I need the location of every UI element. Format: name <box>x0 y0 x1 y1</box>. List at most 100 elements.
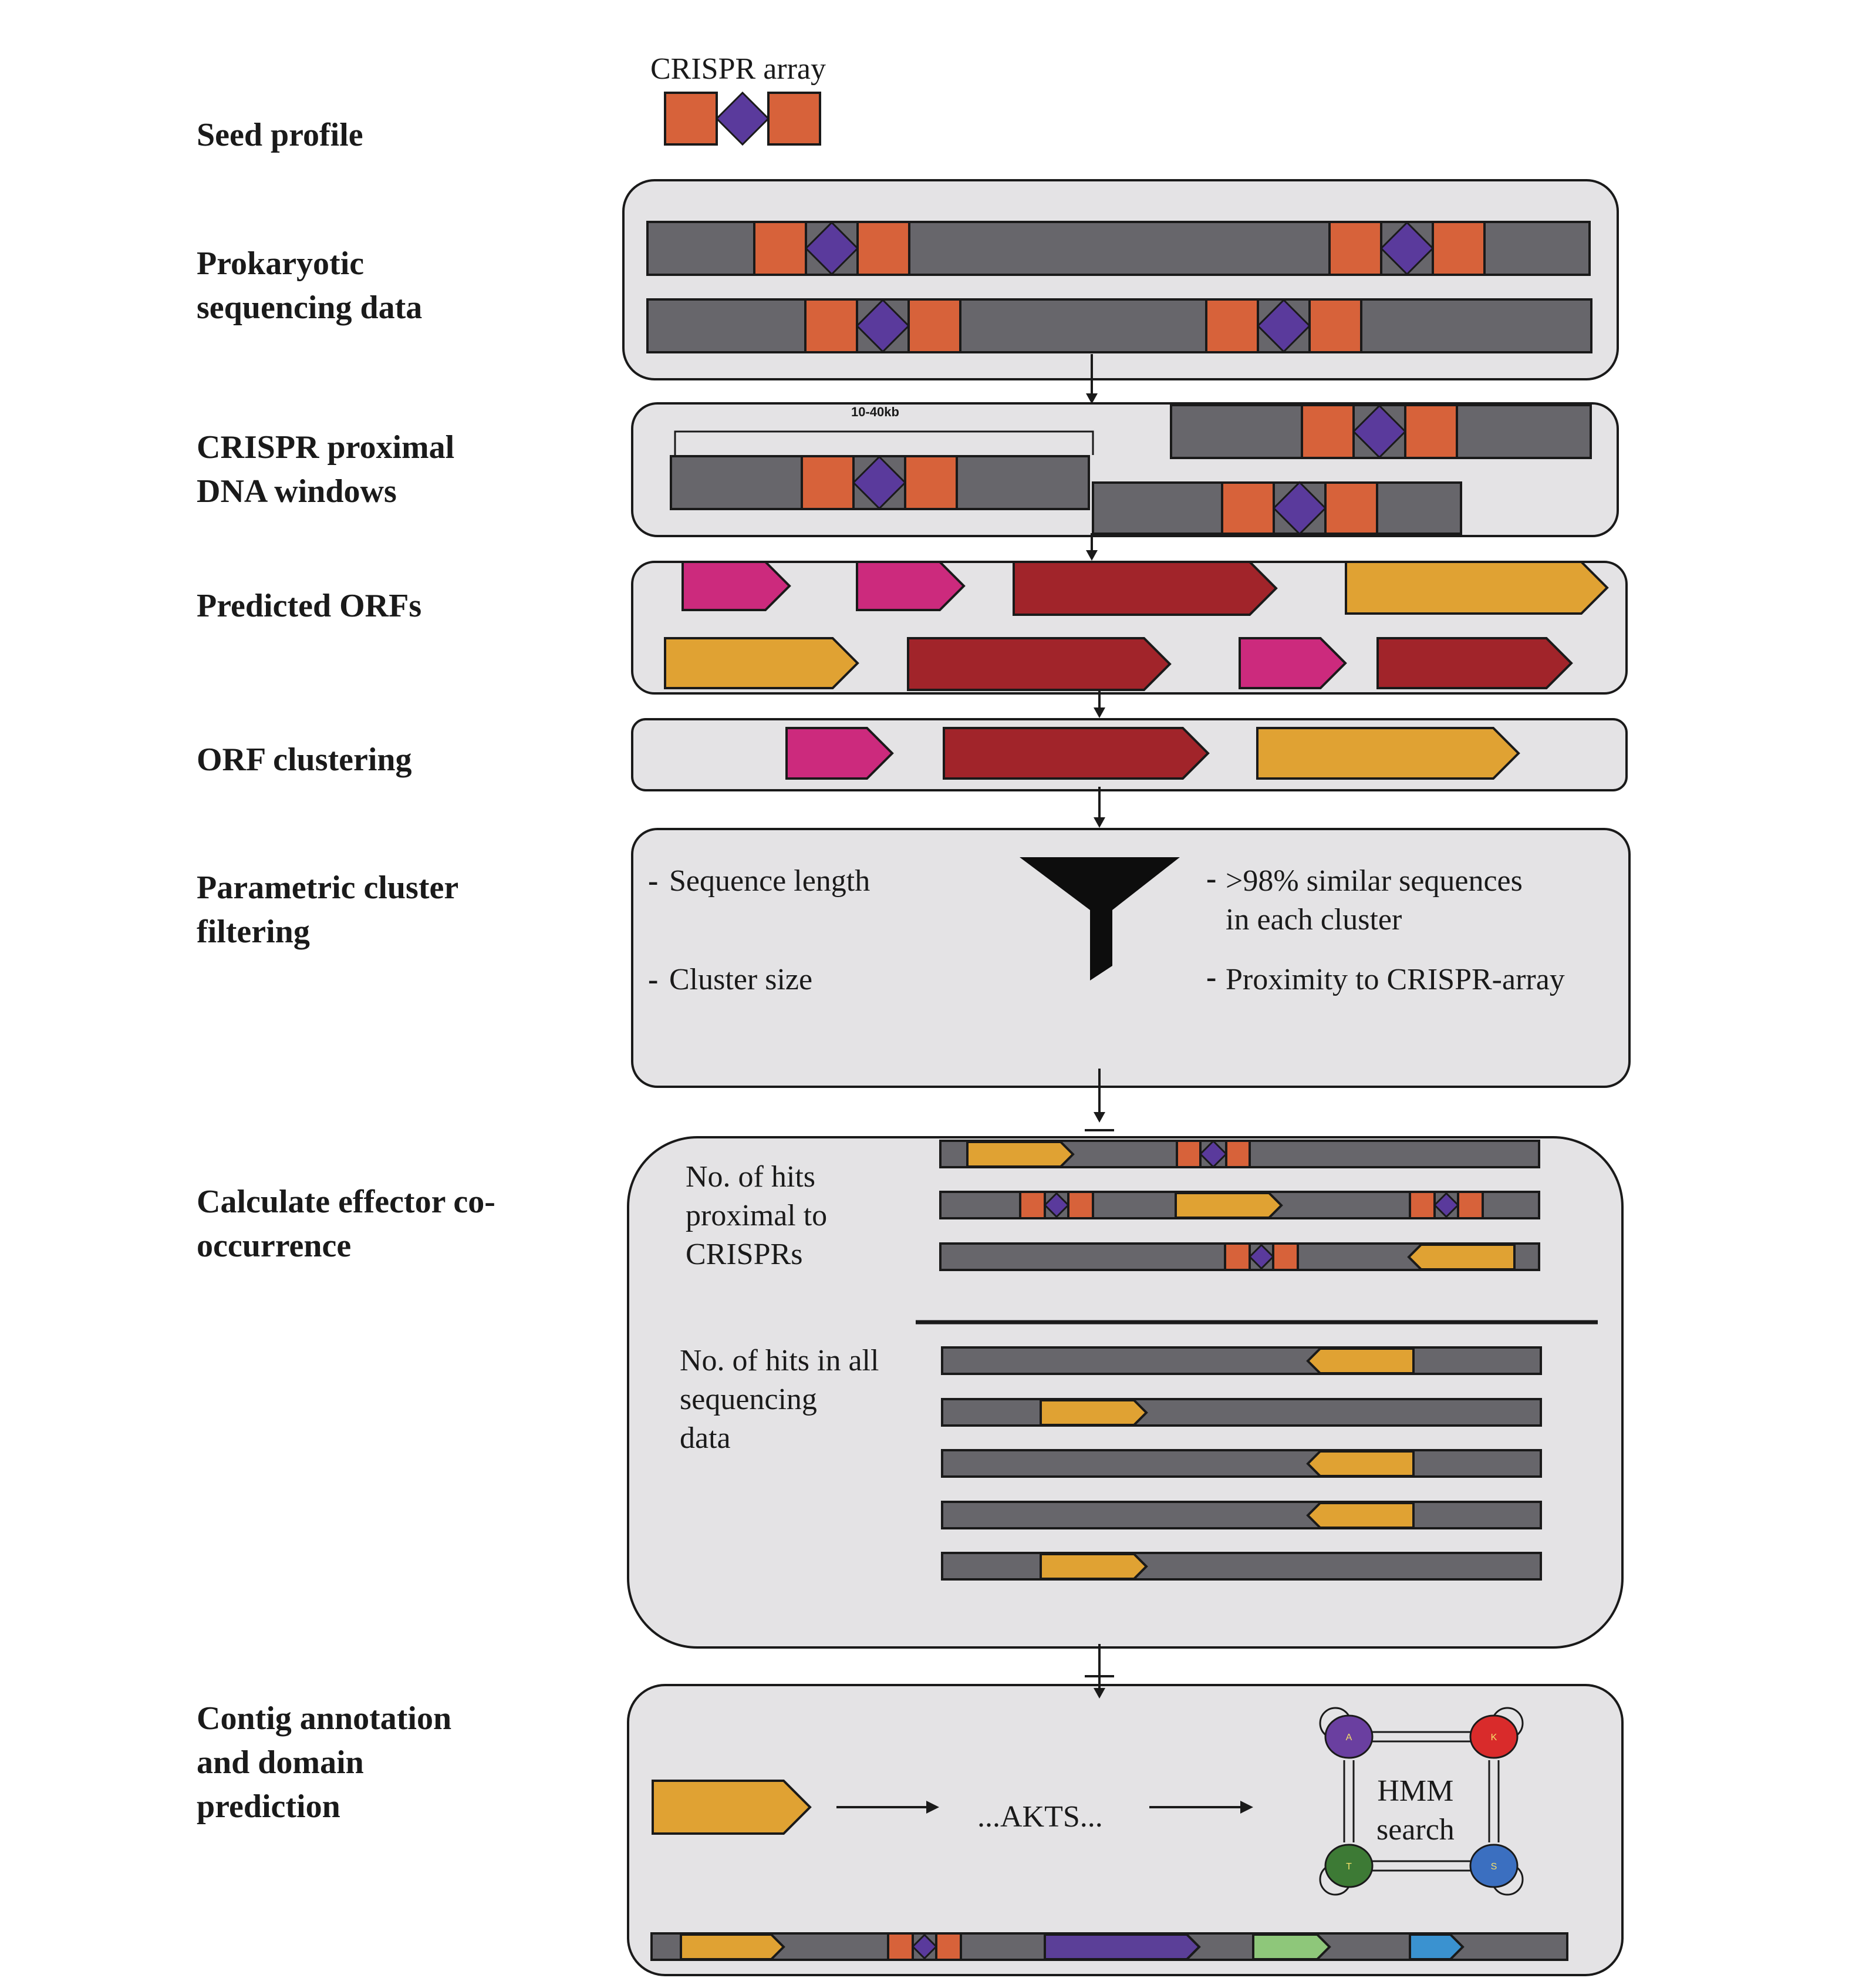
crispr-repeat <box>664 92 718 146</box>
orf-gold <box>1345 561 1609 615</box>
criterion-similarity: >98% similar sequences in each cluster <box>1226 864 1523 936</box>
crispr-repeat <box>1432 221 1486 276</box>
orf-pink <box>856 561 966 611</box>
crispr-repeat <box>1225 1140 1251 1168</box>
flow-arrow-head <box>1094 1112 1105 1123</box>
protein-sequence-text: ...AKTS... <box>977 1800 1103 1834</box>
crispr-repeat <box>767 92 821 146</box>
bullet: - <box>1206 961 1217 994</box>
orf-pink <box>785 727 894 780</box>
criterion-cluster-size: Cluster size <box>669 963 813 996</box>
crispr-repeat <box>1205 298 1259 353</box>
crispr-spacer <box>1248 1244 1275 1270</box>
orf-pink <box>1239 637 1347 689</box>
orf-pink <box>681 561 791 611</box>
crispr-spacer <box>855 298 910 353</box>
crispr-spacer <box>1352 404 1407 459</box>
criterion-sequence-length: Sequence length <box>669 864 870 898</box>
hmm-node-letter: K <box>1491 1733 1497 1743</box>
funnel-icon <box>1020 857 1180 980</box>
crispr-repeat <box>1221 481 1275 535</box>
crispr-repeat <box>1176 1140 1202 1168</box>
crispr-spacer <box>1379 221 1435 276</box>
orf-gold <box>1407 1244 1516 1271</box>
crispr-repeat <box>753 221 807 276</box>
crispr-repeat <box>904 455 958 510</box>
window-size-label: 10-40kb <box>851 405 899 419</box>
crispr-repeat <box>804 298 858 353</box>
flow-arrow-head <box>1086 393 1098 404</box>
orf-red <box>943 727 1210 780</box>
hmm-search-label: HMM search <box>1376 1774 1455 1847</box>
orf-gold <box>664 637 859 689</box>
step-label-predicted-orfs: Predicted ORFs <box>197 588 422 624</box>
crispr-spacer <box>1256 298 1311 353</box>
step-label-contig-annotation: Contig annotation and domain prediction <box>197 1700 452 1825</box>
orf-gold <box>966 1141 1075 1168</box>
flow-arrow-head <box>1094 1688 1105 1699</box>
crispr-repeat <box>935 1932 962 1961</box>
label-hits-proximal: No. of hits proximal to CRISPRs <box>686 1160 828 1271</box>
flow-arrow-head <box>1086 550 1098 561</box>
crispr-spacer <box>1199 1140 1228 1168</box>
step-label-cluster-filtering: Parametric cluster filtering <box>197 870 459 950</box>
hmm-node-letter: S <box>1491 1862 1497 1872</box>
contig <box>941 1346 1542 1375</box>
orf-red <box>1013 561 1278 616</box>
crispr-spacer <box>852 455 907 510</box>
hmm-node-k <box>1469 1714 1519 1759</box>
orf-gold <box>1306 1502 1415 1529</box>
crispr-repeat <box>801 455 855 510</box>
orf-red <box>907 637 1172 691</box>
orf-gold <box>1256 727 1520 780</box>
contig <box>941 1552 1542 1581</box>
contig <box>941 1449 1542 1478</box>
crispr-spacer <box>1043 1192 1070 1218</box>
crispr-repeat <box>907 298 961 353</box>
step-label-seed-profile: Seed profile <box>197 117 363 153</box>
criterion-proximity: Proximity to CRISPR-array <box>1226 963 1565 996</box>
orf-green <box>1252 1933 1331 1960</box>
crispr-repeat <box>1019 1191 1046 1219</box>
flow-arrow-head <box>1094 817 1105 828</box>
orf-gold-query <box>652 1780 812 1835</box>
hmm-node-letter: A <box>1346 1733 1352 1743</box>
hmm-node-s <box>1469 1844 1519 1888</box>
step-label-crispr-windows: CRISPR proximal DNA windows <box>197 429 455 510</box>
crispr-repeat <box>1328 221 1382 276</box>
contig <box>941 1501 1542 1529</box>
crispr-repeat <box>887 1932 914 1961</box>
crispr-repeat <box>1404 404 1458 459</box>
label-hits-all: No. of hits in all sequencing data <box>680 1344 879 1455</box>
hmm-node-letter: T <box>1346 1862 1352 1872</box>
crispr-spacer <box>911 1933 938 1960</box>
crispr-repeat <box>1272 1242 1299 1271</box>
step-label-orf-clustering: ORF clustering <box>197 742 412 778</box>
step-label-effector-cooccurrence: Calculate effector co- occurrence <box>197 1184 495 1264</box>
hmm-node-a <box>1324 1714 1374 1759</box>
crispr-repeat <box>1067 1191 1094 1219</box>
crispr-array-title: CRISPR array <box>650 52 826 86</box>
crispr-repeat <box>856 221 910 276</box>
arrow-right-head <box>926 1801 939 1814</box>
crispr-spacer <box>715 91 770 146</box>
bullet: - <box>1206 862 1217 895</box>
orf-blue <box>1409 1933 1465 1960</box>
step-label-prokaryotic-data: Prokaryotic sequencing data <box>197 245 423 326</box>
arrow-right-head <box>1240 1801 1253 1814</box>
crispr-repeat <box>1301 404 1355 459</box>
orf-gold <box>1306 1450 1415 1477</box>
crispr-spacer <box>804 221 859 276</box>
orf-gold <box>1175 1192 1283 1219</box>
flow-arrow-head <box>1094 707 1105 718</box>
crispr-spacer <box>1272 481 1327 535</box>
crispr-spacer <box>1433 1192 1460 1218</box>
contig <box>646 298 1592 353</box>
crispr-repeat <box>1308 298 1362 353</box>
window-bracket <box>674 430 1094 455</box>
orf-purple <box>1044 1933 1201 1960</box>
crispr-repeat <box>1324 481 1378 535</box>
orf-gold <box>1306 1347 1415 1374</box>
crispr-repeat <box>1409 1191 1436 1219</box>
bullet: - <box>648 864 659 898</box>
